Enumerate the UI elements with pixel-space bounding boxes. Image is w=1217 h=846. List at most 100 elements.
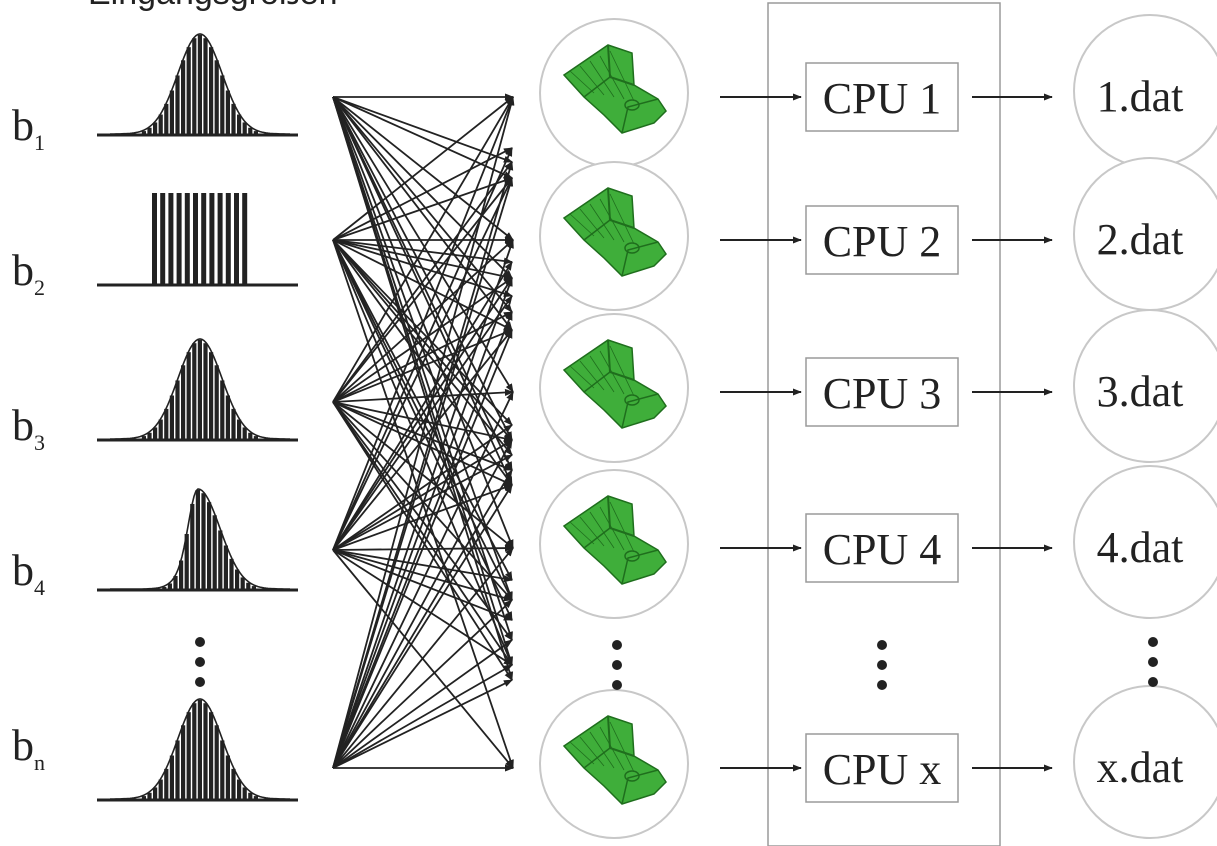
cpu-label: CPU x: [823, 745, 942, 794]
cpu-node: CPU 2: [720, 205, 1053, 275]
sample-arrow: [332, 277, 513, 769]
diagram-title: Eingangsgrößen: [88, 0, 338, 12]
models-ellipsis: [612, 640, 622, 690]
sample-arrow: [332, 388, 514, 403]
sample-arrow: [332, 391, 514, 769]
cpu-box: [805, 62, 959, 132]
output-file: 2.dat: [1073, 157, 1217, 311]
output-file: 1.dat: [1073, 14, 1217, 168]
sample-arrow: [332, 311, 513, 403]
sampling-arrows: [332, 93, 515, 772]
distribution-histogram: [97, 338, 298, 442]
fe-model-icon: [562, 44, 667, 134]
sample-arrow: [332, 277, 513, 403]
outputs-ellipsis: [1148, 637, 1158, 687]
fe-model-icon: [562, 495, 667, 585]
sample-arrow: [332, 96, 514, 551]
model-instances: [539, 18, 689, 839]
input-label-subscript: 2: [34, 275, 45, 300]
inputs-ellipsis: [195, 637, 205, 687]
sample-arrow: [332, 277, 513, 551]
distribution-histogram: [97, 698, 298, 802]
sample-arrow: [332, 401, 513, 666]
input-variable: b3: [12, 338, 298, 455]
cpu-cluster-box: [767, 2, 1001, 846]
input-label-subscript: 4: [34, 575, 45, 600]
sample-arrow: [332, 239, 513, 298]
sample-arrow: [332, 549, 513, 583]
input-label: b2: [12, 246, 45, 300]
sample-arrow: [332, 161, 513, 403]
sample-arrow: [332, 599, 513, 769]
cpu-box: [805, 513, 959, 583]
sample-arrow: [332, 439, 513, 769]
sample-arrow: [332, 679, 513, 769]
input-label-subscript: 3: [34, 430, 45, 455]
model-instance: [539, 161, 689, 311]
sample-arrow: [332, 96, 513, 179]
distribution-histogram: [97, 488, 298, 592]
output-file-label: 2.dat: [1097, 215, 1184, 264]
input-label: bn: [12, 721, 45, 775]
fe-model-icon: [562, 187, 667, 277]
sample-arrow: [332, 96, 513, 641]
sample-arrow: [332, 261, 513, 551]
output-files: 1.dat 2.dat 3.dat 4.dat x.dat: [1073, 14, 1217, 839]
input-variable: b2: [12, 193, 298, 300]
input-label-subscript: n: [34, 750, 45, 775]
sample-arrow: [332, 96, 515, 769]
sample-arrow: [332, 177, 513, 551]
sample-arrow: [332, 96, 513, 279]
cpu-node: CPU 3: [720, 357, 1053, 427]
input-variable: bn: [12, 698, 298, 802]
fe-model-icon: [562, 339, 667, 429]
cpu-node: CPU x: [720, 733, 1053, 803]
sample-arrow: [332, 664, 513, 769]
sample-arrow: [332, 177, 513, 241]
model-instance: [539, 689, 689, 839]
sample-arrow: [332, 469, 513, 769]
output-file-label: 3.dat: [1097, 367, 1184, 416]
sample-arrow: [332, 239, 513, 280]
sample-arrow: [332, 239, 513, 621]
sample-arrow: [332, 311, 513, 769]
input-label-subscript: 1: [34, 130, 45, 155]
cpu-label: CPU 3: [823, 369, 942, 418]
sample-arrow: [332, 329, 513, 551]
cpu-nodes: CPU 1 CPU 2 CPU 3 CPU 4 CPU x: [720, 62, 1053, 803]
cpus-ellipsis: [877, 640, 887, 690]
cpu-label: CPU 4: [823, 525, 942, 574]
output-file-label: 1.dat: [1097, 72, 1184, 121]
sample-arrow: [332, 549, 513, 602]
sample-arrow: [332, 547, 514, 769]
input-variable: b1: [12, 33, 298, 155]
sample-arrow: [332, 401, 514, 549]
sample-arrow: [332, 147, 513, 241]
sample-arrow: [332, 639, 513, 769]
sample-arrow: [332, 96, 514, 681]
sample-arrow: [332, 96, 514, 241]
output-file: x.dat: [1073, 685, 1217, 839]
sample-arrow: [332, 401, 513, 601]
sample-arrow: [332, 549, 513, 666]
sample-arrow: [332, 96, 514, 403]
distribution-histogram: [97, 193, 298, 287]
input-label: b4: [12, 546, 45, 600]
output-file: 4.dat: [1073, 465, 1217, 619]
fe-model-icon: [562, 715, 667, 805]
sample-arrow: [332, 96, 513, 331]
sample-arrow: [332, 484, 513, 769]
output-file: 3.dat: [1073, 309, 1217, 463]
cpu-node: CPU 4: [720, 513, 1053, 583]
sample-arrow: [332, 401, 513, 442]
sample-arrow: [332, 239, 514, 403]
cpu-node: CPU 1: [720, 62, 1053, 132]
model-instance: [539, 18, 689, 168]
distribution-histogram: [97, 33, 298, 137]
sample-arrow: [332, 177, 514, 769]
input-label: b3: [12, 401, 45, 455]
cpu-box: [805, 357, 959, 427]
sample-arrow: [332, 239, 513, 666]
output-file-label: 4.dat: [1097, 523, 1184, 572]
input-distributions: b1 b2 b3 b4 bn: [12, 33, 298, 802]
